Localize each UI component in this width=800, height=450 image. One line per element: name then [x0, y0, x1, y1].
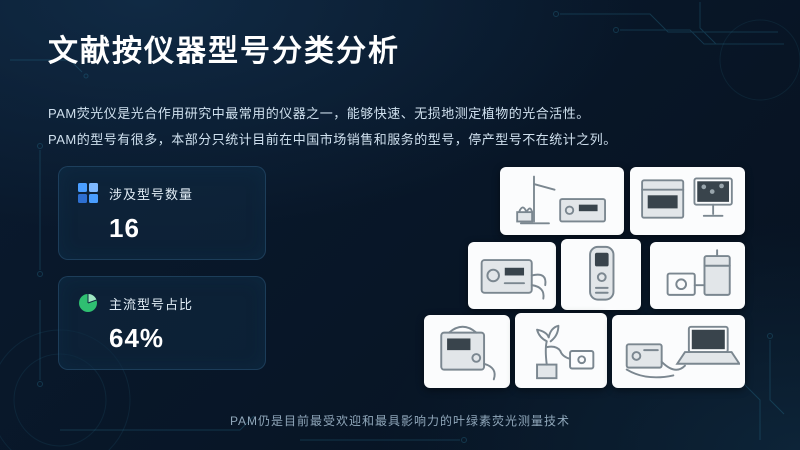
grid-squares-icon	[78, 183, 98, 203]
instrument-image-field-unit	[424, 315, 510, 388]
instrument-image-control-unit	[468, 242, 556, 309]
stat-card-model-count: 涉及型号数量 16	[58, 166, 266, 260]
instrument-image-laptop-system	[612, 315, 745, 388]
stat-value-mainstream-share: 64%	[109, 323, 165, 353]
instrument-image-chamber	[650, 242, 745, 309]
stat-card-header: 主流型号占比	[77, 292, 247, 314]
footer-note: PAM仍是目前最受欢迎和最具影响力的叶绿素荧光测量技术	[229, 414, 571, 428]
instrument-image-bench-stand	[500, 167, 624, 235]
page-title: 文献按仪器型号分类分析	[48, 35, 400, 68]
stat-card-mainstream-share: 主流型号占比 64%	[58, 276, 266, 370]
instrument-image-imaging-system	[630, 167, 745, 235]
intro-line-1: PAM荧光仪是光合作用研究中最常用的仪器之一，能够快速、无损地测定植物的光合活性…	[48, 106, 590, 121]
stat-value-model-count: 16	[109, 213, 140, 243]
stat-card-header: 涉及型号数量	[77, 182, 247, 204]
stat-label-model-count: 涉及型号数量	[109, 186, 194, 202]
instrument-image-plant-measurement	[515, 313, 607, 388]
intro-line-2: PAM的型号有很多，本部分只统计目前在中国市场销售和服务的型号，停产型号不在统计…	[48, 132, 617, 147]
instrument-image-handheld	[561, 239, 641, 310]
pie-chart-icon	[79, 294, 97, 312]
stat-label-mainstream-share: 主流型号占比	[109, 296, 194, 312]
